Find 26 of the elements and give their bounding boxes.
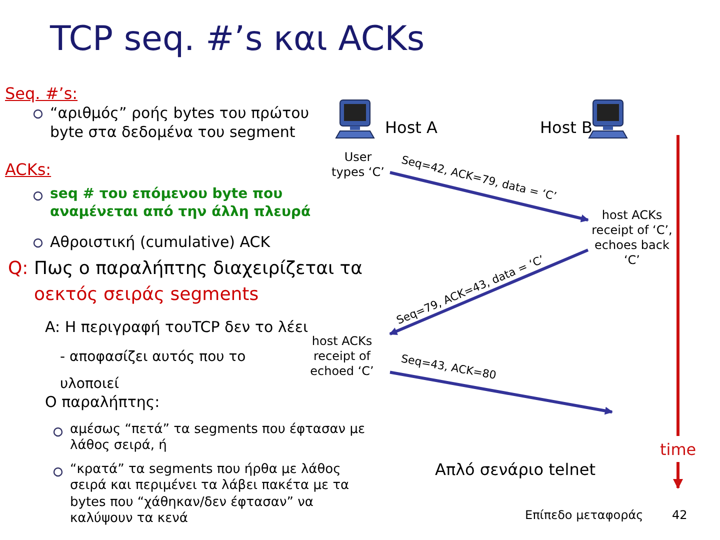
section-heading: ACKs:	[5, 160, 52, 180]
annotation-text: host ACKs receipt of echoed ‘C’	[296, 334, 388, 379]
edge-label: Seq=43, ACK=80	[400, 352, 498, 383]
host-label: Host A	[385, 118, 438, 138]
diagram-caption: Απλό σενάριο telnet	[435, 460, 596, 480]
answer-text: - αποφασίζει αυτός που το υλοποιεί	[60, 348, 247, 394]
bullet-text: “κρατά” τα segments που ήρθα με λάθος σειρά και περιμένει τα λάβει πακέτα με τα bytes που “χάθηκαν/δεν έφτασαν” να καλύψουν τα κενά	[70, 462, 350, 527]
message-arrow	[390, 171, 589, 222]
question-text: Πως ο παραλήπτης διαχειρίζεται τα	[34, 258, 362, 280]
receiver-heading: Ο παραλήπτης:	[45, 393, 160, 412]
page-number: 42	[672, 508, 688, 523]
bullet-text: “αριθμός” ροής bytes του πρώτου byte στα δεδομένα του segment	[50, 104, 310, 142]
question-marker: Q:	[8, 258, 28, 280]
bullet-text: Αθροιστική (cumulative) ACK	[50, 233, 270, 252]
slide-title: TCP seq. #’s και ACKs	[50, 18, 425, 60]
answer-text: A: Η περιγραφή τουTCP δεν το λέει	[45, 318, 308, 337]
bullet-text: αμέσως “πετά” τα segments που έφτασαν με λάθος σειρά, ή	[70, 422, 366, 454]
message-arrow	[390, 370, 613, 415]
host-label: Host B	[540, 118, 592, 138]
message-arrow	[389, 248, 589, 336]
annotation-text: User types ‘C’	[328, 150, 388, 180]
footer-text: Επίπεδο μεταφοράς	[525, 508, 644, 523]
section-heading: Seq. #’s:	[5, 84, 78, 104]
question-text: οεκτός σειράς segments	[34, 284, 259, 306]
bullet-text: seq # του επόμενου byte που αναμένεται από την άλλη πλευρά	[50, 186, 312, 221]
annotation-text: host ACKs receipt of ‘C’, echoes back ‘C’	[590, 208, 674, 268]
